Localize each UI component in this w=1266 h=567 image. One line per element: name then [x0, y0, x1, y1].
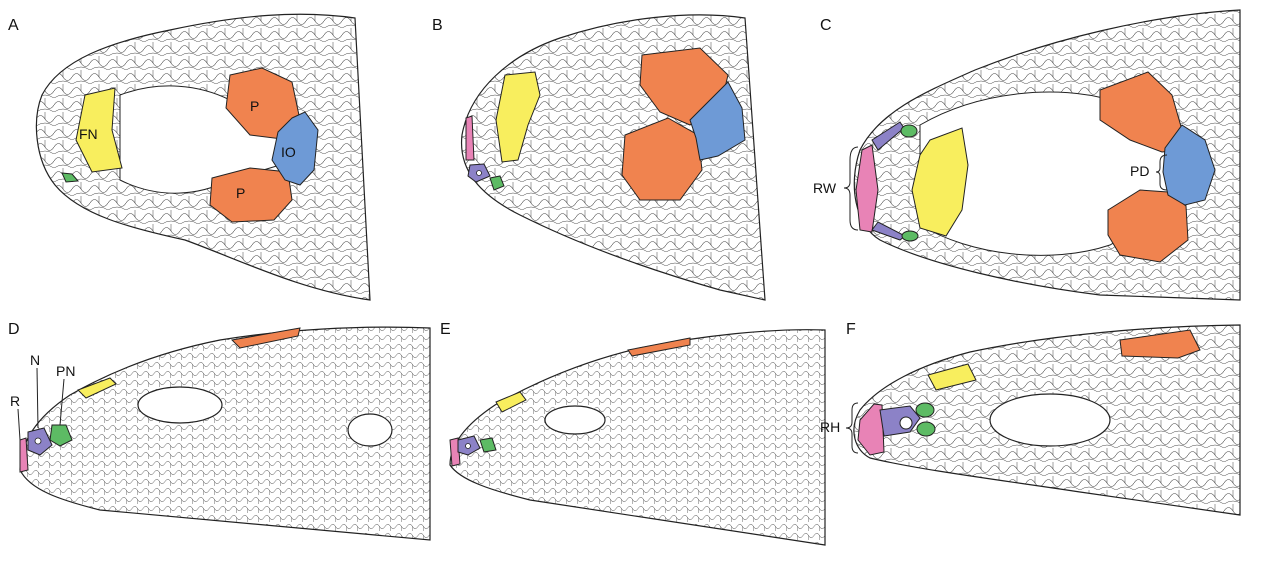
eye-e — [545, 406, 605, 434]
label-n: N — [30, 352, 40, 368]
label-p-lower: P — [236, 185, 245, 201]
panel-letter-e: E — [440, 321, 451, 338]
label-pn: PN — [56, 363, 75, 379]
panel-letter-b: B — [432, 17, 443, 34]
panel-letter-a: A — [8, 17, 19, 34]
nostril-b — [477, 171, 482, 176]
head-outline-e — [450, 330, 825, 545]
nostril-f — [900, 417, 912, 429]
nostril-e — [466, 444, 471, 449]
panel-letter-f: F — [846, 321, 856, 338]
leader-r — [18, 409, 20, 440]
postnasal-scale-f-upper — [916, 403, 934, 417]
postnasal-scale-f-lower — [917, 422, 935, 436]
eye-d — [138, 387, 222, 423]
leader-n — [37, 368, 38, 428]
label-p-upper: P — [250, 98, 259, 114]
panel-letter-c: C — [820, 17, 832, 34]
rostral-scale-d — [20, 438, 28, 472]
panel-a: A FN P P IO — [8, 14, 370, 300]
postnasal-scale-c-upper — [901, 125, 917, 137]
label-rw: RW — [813, 180, 837, 196]
eye-f — [990, 394, 1110, 446]
postnasal-scale-c-lower — [902, 231, 918, 241]
rostral-scale-b — [466, 116, 474, 160]
panel-e: E — [440, 321, 825, 545]
label-rh: RH — [820, 419, 840, 435]
nostril-d — [35, 438, 41, 444]
panel-f: F RH — [820, 321, 1240, 515]
panel-b: B — [432, 15, 765, 300]
panel-letter-d: D — [8, 321, 20, 338]
label-pd: PD — [1130, 163, 1149, 179]
ear-opening-d — [348, 414, 392, 446]
panel-d: D R N PN — [8, 321, 430, 540]
panel-c: C RW PD — [813, 10, 1240, 300]
label-fn: FN — [79, 126, 98, 142]
label-io: IO — [281, 144, 296, 160]
parietal-scale-lower-a — [210, 168, 292, 222]
label-r: R — [10, 393, 20, 409]
